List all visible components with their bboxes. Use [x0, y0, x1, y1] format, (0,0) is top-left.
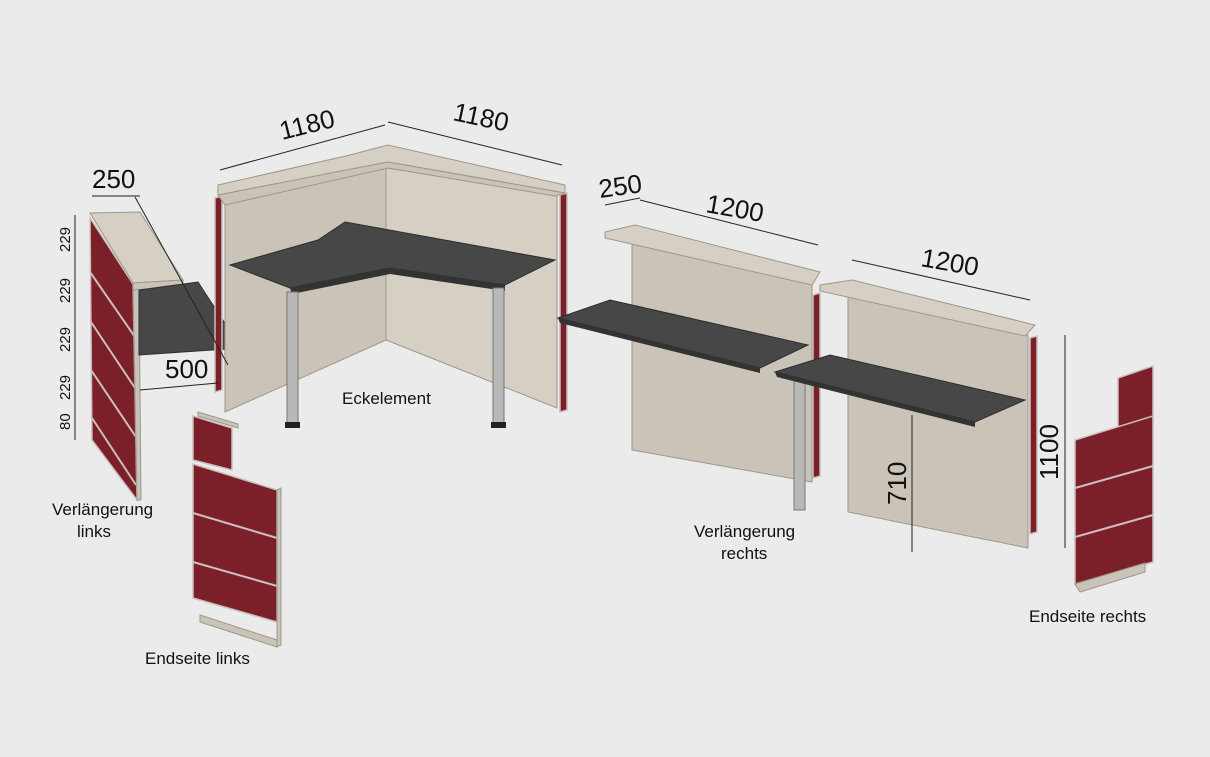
label-left-ext-line2: links: [77, 522, 111, 541]
label-corner: Eckelement: [342, 389, 431, 408]
dim-left-ext-width: 250: [92, 164, 135, 194]
red-strip-left: [214, 195, 223, 393]
dim-height-1: 229: [57, 227, 74, 252]
label-end-left: Endseite links: [145, 649, 250, 668]
dim-corner-left: 1180: [276, 103, 338, 146]
back-panel: [847, 294, 1029, 549]
leg: [492, 287, 505, 426]
desk-top: [228, 221, 557, 289]
top-shelf: [819, 279, 1036, 337]
label-end-right: Endseite rechts: [1029, 607, 1146, 626]
dim-height-3: 229: [57, 327, 74, 352]
dimension-lines: [74, 121, 1066, 552]
label-right-ext-line1: Verlängerung: [694, 522, 795, 541]
leg: [286, 291, 299, 426]
top-shelf: [604, 224, 821, 286]
dim-height-4: 229: [57, 375, 74, 400]
dim-right-ext-width: 1200: [704, 188, 766, 228]
dim-total-height: 1100: [1034, 424, 1064, 480]
counter-module: [773, 279, 1038, 549]
dim-left-ext-depth: 500: [165, 354, 208, 384]
dim-desk-height: 710: [882, 462, 912, 505]
red-strip: [1029, 335, 1038, 535]
corner-element: [214, 144, 568, 428]
end-panel-left: [192, 411, 282, 648]
red-panel: [192, 414, 233, 471]
dim-right-ext-depth: 250: [597, 168, 644, 204]
extension-right: [556, 224, 821, 511]
dim-module-width: 1200: [919, 242, 981, 282]
red-strip-right: [559, 192, 568, 413]
dim-height-2: 229: [57, 278, 74, 303]
label-left-ext-line1: Verlängerung: [52, 500, 153, 519]
dim-height-5: 80: [57, 413, 74, 430]
end-panel-right: [1074, 364, 1154, 593]
label-right-ext-line2: rechts: [721, 544, 767, 563]
leg: [793, 371, 806, 511]
back-panel-right: [385, 167, 558, 409]
dim-corner-right: 1180: [451, 97, 512, 138]
